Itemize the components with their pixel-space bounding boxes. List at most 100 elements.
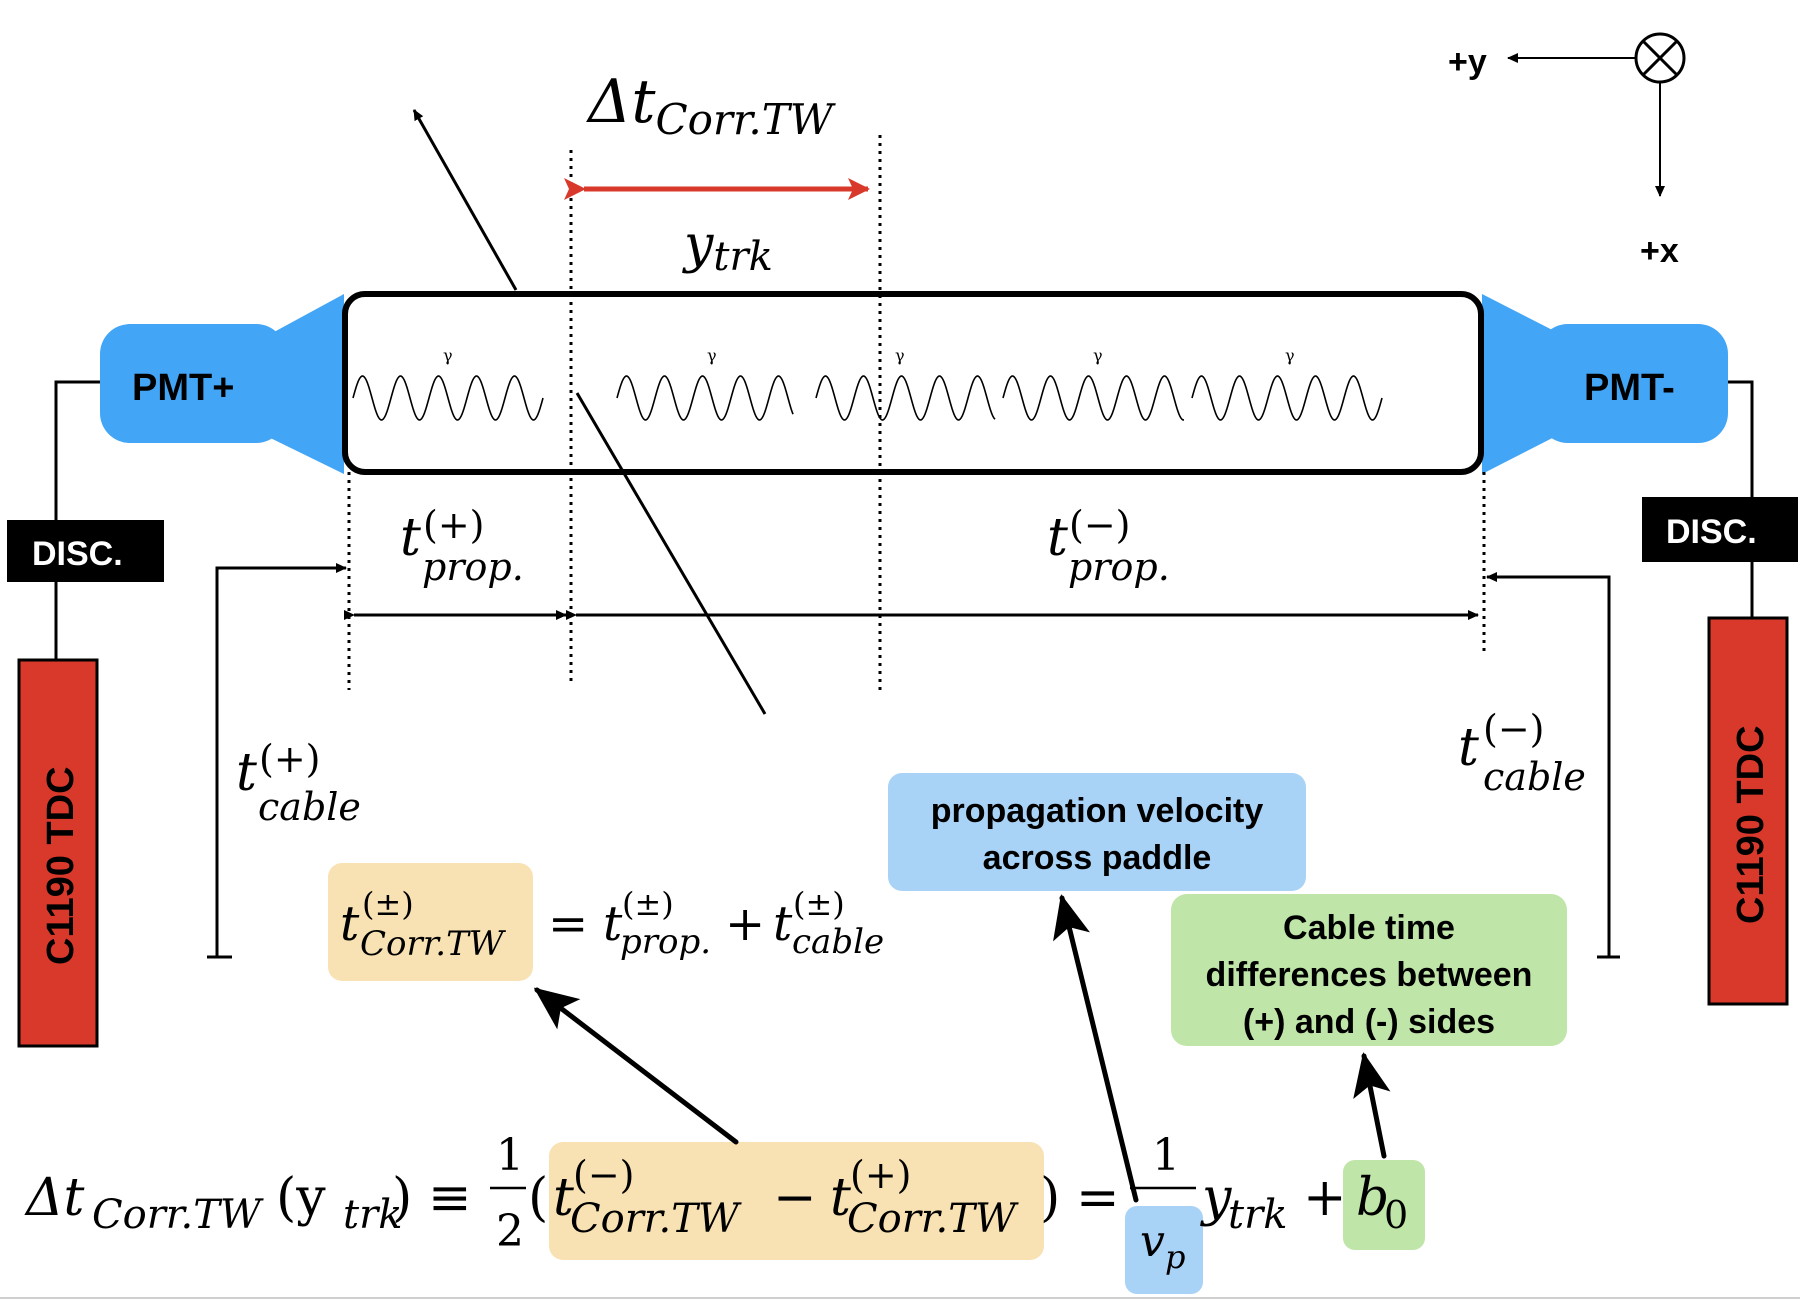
t-cable-plus-label: t (+) cable	[236, 737, 361, 829]
svg-text:t: t	[400, 508, 421, 568]
svg-text:cable: cable	[258, 785, 361, 829]
svg-text:(y: (y	[276, 1168, 326, 1228]
callout-arrows	[533, 894, 1391, 1203]
svg-text:1: 1	[1152, 1130, 1180, 1181]
svg-text:cable: cable	[1483, 755, 1586, 799]
svg-text:cable: cable	[792, 922, 884, 962]
svg-text:+: +	[725, 896, 765, 952]
photon-wave-4	[1002, 375, 1184, 421]
t-prop-minus-label: t (−) prop.	[1047, 503, 1170, 589]
svg-text:(−): (−)	[1069, 503, 1131, 547]
callout-arrow-cable	[1353, 1052, 1391, 1159]
svg-text:(−): (−)	[1483, 707, 1545, 751]
equation-delta-t: Δt Corr.TW (y trk ) ≡ 1 2 ( t (−) Corr.T…	[24, 1130, 1408, 1276]
callout-arrow-velocity	[1053, 894, 1139, 1203]
svg-text:prop.: prop.	[1068, 545, 1170, 589]
pmt-plus: PMT+	[100, 294, 344, 474]
svg-text:prop.: prop.	[422, 545, 524, 589]
svg-text:p: p	[1165, 1238, 1185, 1276]
svg-text:t: t	[830, 1168, 851, 1228]
cable-annotation-line1: Cable time	[1283, 909, 1455, 947]
svg-text:t: t	[1047, 508, 1068, 568]
pmt-minus-label: PMT-	[1584, 367, 1675, 409]
photon-waves	[352, 375, 1383, 421]
photon-wave-2	[616, 375, 794, 421]
svg-text:(+): (+)	[423, 503, 485, 547]
svg-text:(+): (+)	[259, 737, 321, 781]
tdc-right-label: C1190 TDC	[1730, 725, 1772, 924]
svg-text:0: 0	[1384, 1193, 1408, 1237]
highlight-t-corr-tw	[328, 863, 533, 981]
disc-right-label: DISC.	[1666, 513, 1757, 551]
dotted-guides	[347, 135, 1486, 690]
svg-text:Corr.TW: Corr.TW	[570, 1196, 742, 1242]
pmt-minus: PMT-	[1482, 294, 1728, 474]
velocity-annotation-line2: across paddle	[983, 839, 1212, 877]
delta-t-top-label: ΔtCorr.TW	[586, 67, 837, 144]
photon-labels: γ γ γ γ γ	[443, 346, 1295, 365]
callout-arrow-t-corr	[533, 987, 739, 1145]
t-cable-minus-label: t (−) cable	[1458, 707, 1586, 799]
particle-track-upper	[412, 109, 518, 291]
svg-text:(±): (±)	[793, 885, 845, 923]
svg-text:trk: trk	[343, 1192, 402, 1238]
y-trk-label: ytrk	[682, 215, 773, 280]
highlight-difference	[549, 1142, 1044, 1260]
svg-text:t: t	[340, 896, 360, 952]
photon-label: γ	[443, 346, 453, 365]
svg-text:−: −	[773, 1168, 817, 1228]
svg-text:t: t	[1458, 718, 1479, 778]
photon-wave-3	[815, 375, 996, 421]
svg-text:b: b	[1356, 1168, 1389, 1228]
pmt-plus-label: PMT+	[132, 367, 234, 409]
svg-text:trk: trk	[1228, 1192, 1287, 1238]
photon-label: γ	[1093, 346, 1103, 365]
pmt-minus-body	[1538, 324, 1728, 443]
svg-text:Δt: Δt	[24, 1168, 85, 1228]
particle-track-lower	[575, 392, 767, 715]
y-axis-label: +y	[1448, 43, 1487, 81]
cable-annotation-line3: (+) and (-) sides	[1243, 1003, 1495, 1041]
svg-text:): )	[392, 1168, 412, 1228]
svg-text:=: =	[548, 896, 588, 952]
svg-text:(: (	[528, 1168, 548, 1228]
cable-annotation-box	[1171, 894, 1567, 1046]
svg-text:t: t	[236, 743, 257, 803]
svg-text:t: t	[553, 1168, 574, 1228]
svg-text:(±): (±)	[622, 885, 674, 923]
photon-label: γ	[895, 346, 905, 365]
equation-t-corr-tw: t (±) Corr.TW = t (±) prop. + t (±) cabl…	[340, 885, 884, 964]
tdc-left-label: C1190 TDC	[40, 766, 82, 965]
svg-text:prop.: prop.	[620, 922, 711, 962]
svg-text:(−): (−)	[573, 1153, 635, 1197]
svg-text:+: +	[1303, 1168, 1347, 1228]
cable-minus-bracket	[1486, 572, 1611, 957]
svg-text:Corr.TW: Corr.TW	[92, 1192, 264, 1238]
photon-label: γ	[707, 346, 717, 365]
tdc-right-box	[1707, 616, 1789, 1006]
svg-text:t: t	[773, 896, 793, 952]
svg-text:y: y	[1200, 1168, 1232, 1228]
svg-text:Corr.TW: Corr.TW	[847, 1196, 1019, 1242]
velocity-annotation-box	[888, 773, 1306, 891]
svg-text:(±): (±)	[362, 885, 414, 923]
tdc-left-box	[17, 658, 99, 1048]
photon-label: γ	[1285, 346, 1295, 365]
pmt-plus-body	[100, 324, 286, 443]
svg-text:Corr.TW: Corr.TW	[360, 924, 507, 964]
wire-left	[54, 380, 100, 520]
wire-right	[1728, 380, 1754, 497]
svg-text:v: v	[1140, 1216, 1165, 1267]
disc-left-label: DISC.	[32, 535, 123, 573]
cable-plus-bracket	[215, 563, 347, 957]
x-axis-label: +x	[1640, 232, 1679, 270]
disc-right-box	[1642, 497, 1798, 562]
svg-text:(+): (+)	[850, 1153, 912, 1197]
coordinate-axes: +y +x	[1448, 32, 1686, 270]
cable-annotation-line2: differences between	[1206, 956, 1533, 994]
svg-text:=: =	[1076, 1168, 1120, 1228]
svg-text:1: 1	[496, 1130, 524, 1181]
highlight-vp	[1125, 1206, 1203, 1294]
t-prop-plus-label: t (+) prop.	[400, 503, 524, 589]
